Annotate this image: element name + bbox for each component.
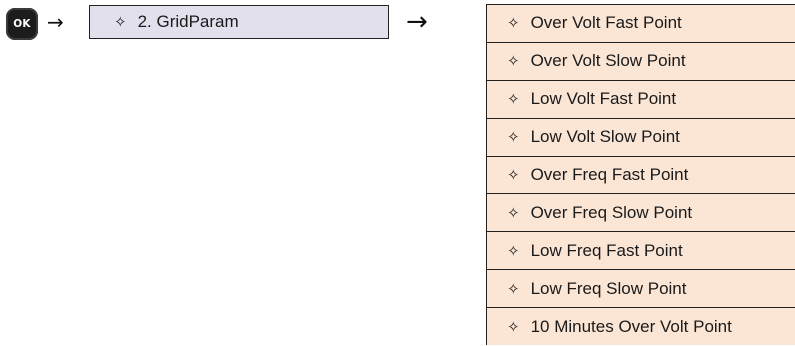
sparkle-outline-icon: ✧ bbox=[507, 14, 520, 33]
submenu-item[interactable]: ✧ Low Volt Slow Point bbox=[486, 117, 795, 156]
sparkle-outline-icon: ✧ bbox=[507, 52, 520, 71]
submenu-item-label: Low Volt Fast Point bbox=[530, 89, 677, 109]
right-arrow-icon: → bbox=[406, 7, 428, 37]
sparkle-outline-icon: ✧ bbox=[507, 241, 520, 260]
submenu-item[interactable]: ✧ Low Freq Fast Point bbox=[486, 231, 795, 270]
submenu-item[interactable]: ✧ Low Freq Slow Point bbox=[486, 269, 795, 308]
grid-param-submenu: ✧ Over Volt Fast Point ✧ Over Volt Slow Poi… bbox=[486, 4, 795, 346]
submenu-item-label: Low Volt Slow Point bbox=[530, 127, 680, 147]
sparkle-outline-icon: ✧ bbox=[507, 128, 520, 147]
sparkle-outline-icon: ✧ bbox=[507, 317, 520, 336]
sparkle-outline-icon: ✧ bbox=[507, 279, 520, 298]
ok-key-label: OK bbox=[13, 18, 31, 30]
submenu-item[interactable]: ✧ Over Volt Fast Point bbox=[486, 4, 795, 42]
submenu-item-label: Over Freq Slow Point bbox=[530, 202, 693, 222]
ok-key-icon[interactable]: OK bbox=[6, 8, 38, 40]
submenu-item[interactable]: ✧ Over Freq Slow Point bbox=[486, 193, 795, 232]
grid-param-label: 2. GridParam bbox=[137, 12, 239, 31]
submenu-item-label: Over Volt Slow Point bbox=[530, 51, 686, 71]
right-arrow-icon: → bbox=[47, 10, 64, 34]
submenu-item-label: Low Freq Fast Point bbox=[530, 240, 683, 260]
submenu-item-label: Over Freq Fast Point bbox=[530, 165, 689, 184]
submenu-item-label: Low Freq Slow Point bbox=[530, 278, 687, 298]
submenu-item[interactable]: ✧ Over Volt Slow Point bbox=[486, 41, 795, 80]
submenu-item[interactable]: ✧ Low Volt Fast Point bbox=[486, 79, 795, 118]
sparkle-outline-icon: ✧ bbox=[507, 90, 520, 109]
grid-param-menu-item[interactable]: ✧ 2. GridParam bbox=[89, 5, 389, 39]
submenu-item-label: Over Volt Fast Point bbox=[530, 13, 682, 33]
sparkle-outline-icon: ✧ bbox=[507, 203, 520, 222]
sparkle-outline-icon: ✧ bbox=[114, 13, 127, 31]
submenu-item[interactable]: ✧ Over Freq Fast Point bbox=[486, 155, 795, 194]
submenu-item[interactable]: ✧ 10 Minutes Over Volt Point bbox=[486, 307, 795, 346]
sparkle-outline-icon: ✧ bbox=[507, 166, 520, 184]
submenu-item-label: 10 Minutes Over Volt Point bbox=[530, 316, 732, 336]
